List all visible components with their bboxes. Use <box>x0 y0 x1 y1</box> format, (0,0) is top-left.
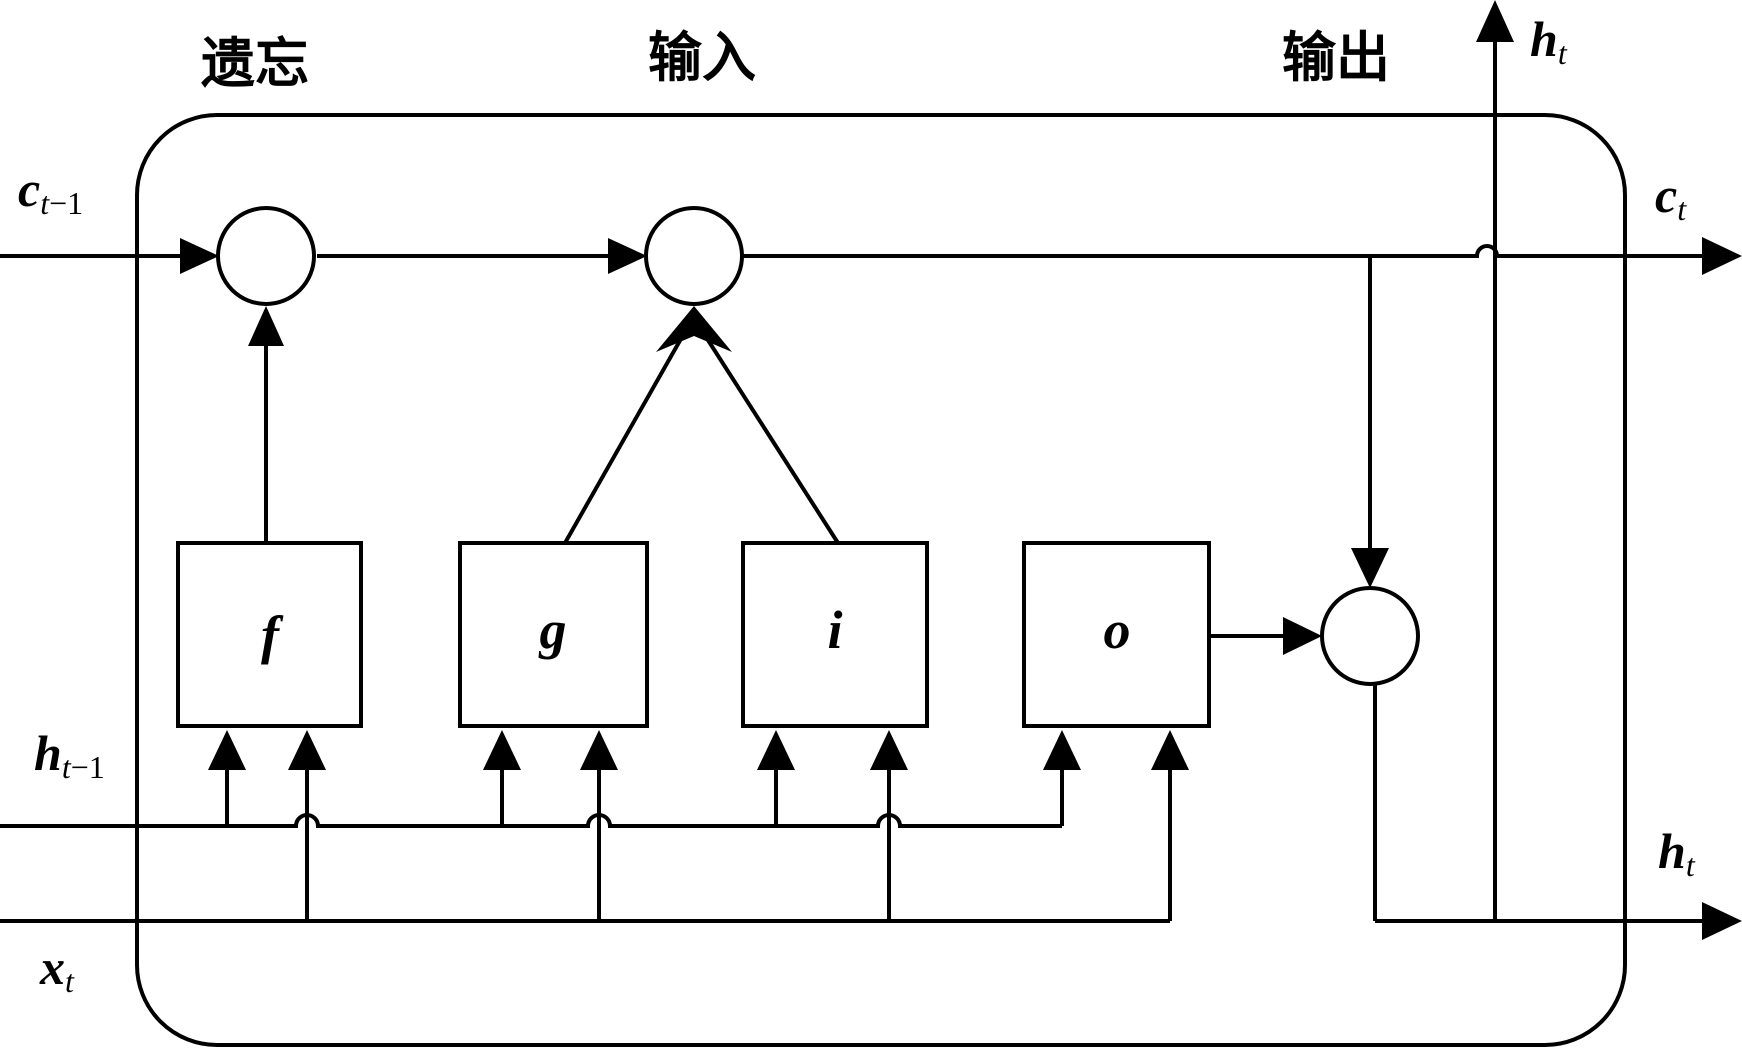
cell-state-tap-arrowhead <box>1351 548 1389 588</box>
f-x-input-arrowhead <box>288 730 326 770</box>
add-node-arrowhead <box>656 306 732 352</box>
f-h-input-arrowhead <box>208 730 246 770</box>
i-h-input-arrowhead <box>757 730 795 770</box>
g-x-input-arrowhead <box>580 730 618 770</box>
forget-gate-label: f <box>261 605 284 665</box>
candidate-gate-label: g <box>539 600 567 660</box>
output-gate-arrowhead <box>1283 617 1322 655</box>
o-h-input-arrowhead <box>1043 730 1081 770</box>
c-prev-label: ct−1 <box>18 161 83 221</box>
c-t-label: ct <box>1655 167 1687 227</box>
forget-gate-arrowhead <box>248 306 284 346</box>
forget-gate-box <box>176 541 363 728</box>
candidate-gate-box <box>458 541 649 728</box>
forget-section-label: 遗忘 <box>201 31 309 95</box>
hidden-out-arrowhead <box>1702 902 1742 940</box>
input-gate-label: i <box>827 600 842 660</box>
i-x-input-arrowhead <box>870 730 908 770</box>
forget-multiply-node <box>216 206 316 306</box>
x-t-label: xt <box>39 939 75 999</box>
input-section-label: 输入 <box>648 25 756 89</box>
cell-state-out-line <box>741 244 1706 258</box>
hidden-up-arrowhead <box>1476 0 1514 42</box>
o-x-input-arrowhead <box>1151 730 1189 770</box>
h-prev-label: ht−1 <box>34 725 105 785</box>
output-multiply-node <box>1320 586 1420 686</box>
cell-state-mid-arrowhead <box>608 238 647 274</box>
g-h-input-arrowhead <box>483 730 521 770</box>
cell-add-node <box>644 206 744 306</box>
h-t-output-label: ht <box>1658 823 1696 883</box>
h-prev-line <box>0 813 1062 828</box>
cell-state-in-arrowhead <box>180 238 219 274</box>
cell-state-out-arrowhead <box>1702 237 1742 275</box>
output-gate-label: o <box>1104 600 1131 660</box>
output-gate-box <box>1022 541 1211 728</box>
input-gate-box <box>741 541 929 728</box>
candidate-to-add-line <box>563 336 684 544</box>
cell-boundary <box>135 113 1627 1047</box>
h-t-up-label: ht <box>1530 11 1568 71</box>
output-section-label: 输出 <box>1282 25 1390 89</box>
input-to-add-line <box>704 335 840 545</box>
